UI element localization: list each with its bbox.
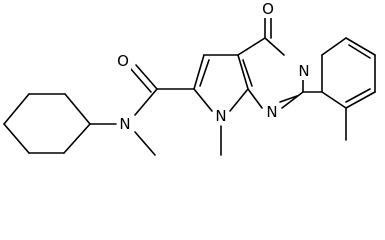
bond [64, 93, 91, 125]
bond [237, 54, 249, 90]
atom-label-background [213, 107, 229, 125]
bond [135, 64, 158, 90]
atom-label-background [260, 0, 276, 18]
bond [321, 91, 347, 109]
bond [345, 88, 371, 103]
oxygen-amide-label: O [117, 52, 129, 70]
bond [279, 95, 298, 103]
bond [237, 37, 266, 56]
bond [264, 37, 285, 56]
bond [3, 93, 30, 125]
bond [193, 54, 205, 90]
bond [134, 88, 158, 116]
nitrogen-amide-label: N [119, 115, 130, 133]
bond [345, 91, 376, 109]
molecule-structure: O O N N N N [3, 0, 376, 156]
nitrogen-bridgehead-label: N [298, 62, 309, 80]
bond [321, 37, 347, 56]
bond [229, 88, 249, 112]
bonds [3, 12, 376, 156]
bond [63, 123, 91, 154]
bond [242, 59, 253, 87]
bond [345, 37, 376, 56]
bond [281, 91, 304, 109]
bond [348, 44, 371, 59]
nitrogen-pyrimidine-label: N [266, 103, 277, 121]
atom-label-background [296, 62, 312, 80]
bond [134, 131, 156, 156]
bond [193, 88, 213, 112]
bond [3, 123, 30, 154]
bond [199, 59, 210, 87]
nitrogen-pyrrole-label: N [215, 107, 226, 125]
atom-label-background [117, 115, 133, 133]
bond [247, 88, 263, 109]
bond [129, 67, 152, 93]
atom-labels: O O N N N N [115, 0, 312, 133]
oxygen-carbonyl-label: O [262, 0, 274, 18]
atom-label-background [115, 52, 131, 70]
atom-label-background [264, 103, 280, 121]
